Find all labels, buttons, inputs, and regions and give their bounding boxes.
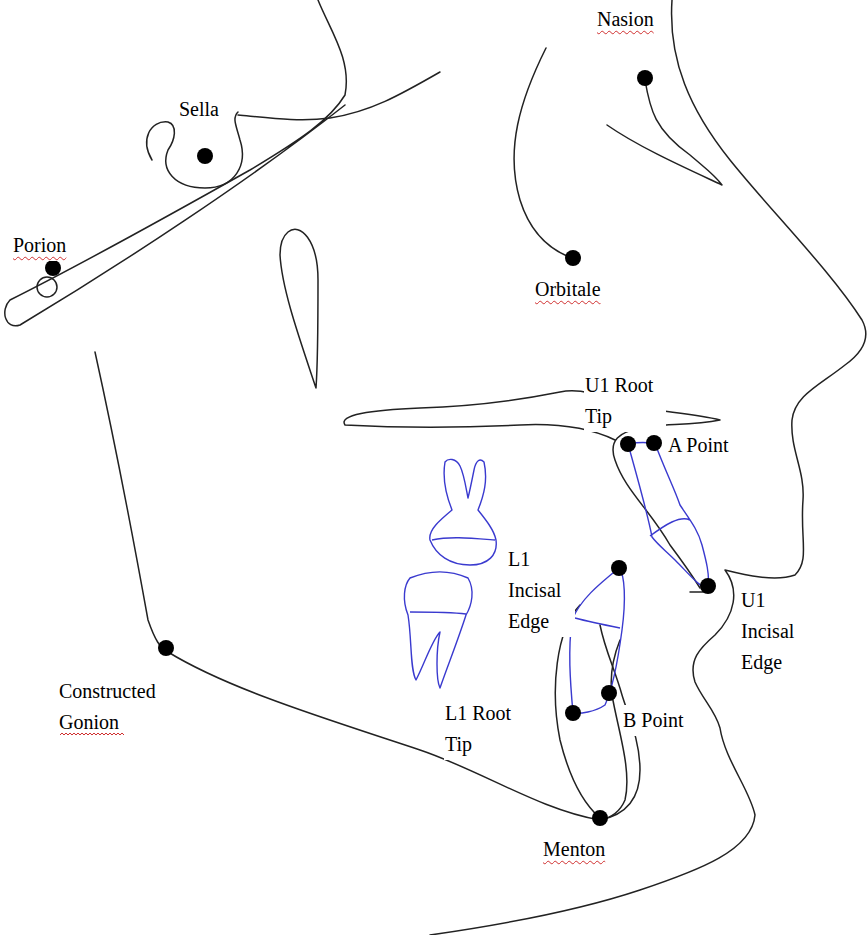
landmark-label: B Point [622, 705, 685, 736]
porion-ring [37, 277, 57, 297]
upper-molar [430, 459, 496, 565]
landmark-dot [611, 560, 627, 576]
landmark-label: Nasion [596, 4, 655, 35]
landmark-label: Sella [178, 94, 220, 125]
landmark-label: L1 Root Tip [444, 698, 524, 760]
landmark-label: A Point [667, 430, 730, 461]
planum [238, 72, 440, 120]
landmark-label: Porion [12, 230, 67, 261]
landmark-dot [620, 436, 636, 452]
landmark-dot [601, 685, 617, 701]
cranial-base [5, 0, 347, 326]
orbit [514, 48, 572, 258]
landmark-dot [45, 260, 61, 276]
landmark-label: U1 Root Tip [584, 370, 666, 432]
landmark-dot [646, 435, 662, 451]
nasal-bone [607, 80, 722, 185]
landmark-label: Orbitale [534, 274, 602, 305]
landmark-label: Menton [542, 834, 606, 865]
lower-molar [404, 572, 472, 688]
landmark-label: L1 Incisal Edge [507, 544, 575, 637]
upper-incisor [628, 443, 709, 588]
soft-tissue-profile [430, 0, 866, 935]
lower-incisor [570, 568, 625, 713]
landmark-label: Constructed Gonion [58, 676, 182, 738]
landmark-dot [592, 810, 608, 826]
landmark-dot [158, 640, 174, 656]
pterygomaxillary-fissure [280, 229, 318, 388]
landmark-dot [197, 148, 213, 164]
landmark-dot [565, 250, 581, 266]
landmark-dot [637, 70, 653, 86]
landmark-dot [700, 578, 716, 594]
spellcheck-wave [60, 733, 124, 735]
landmark-label: U1 Incisal Edge [740, 585, 808, 678]
mandible [95, 352, 640, 820]
landmark-dot [565, 705, 581, 721]
